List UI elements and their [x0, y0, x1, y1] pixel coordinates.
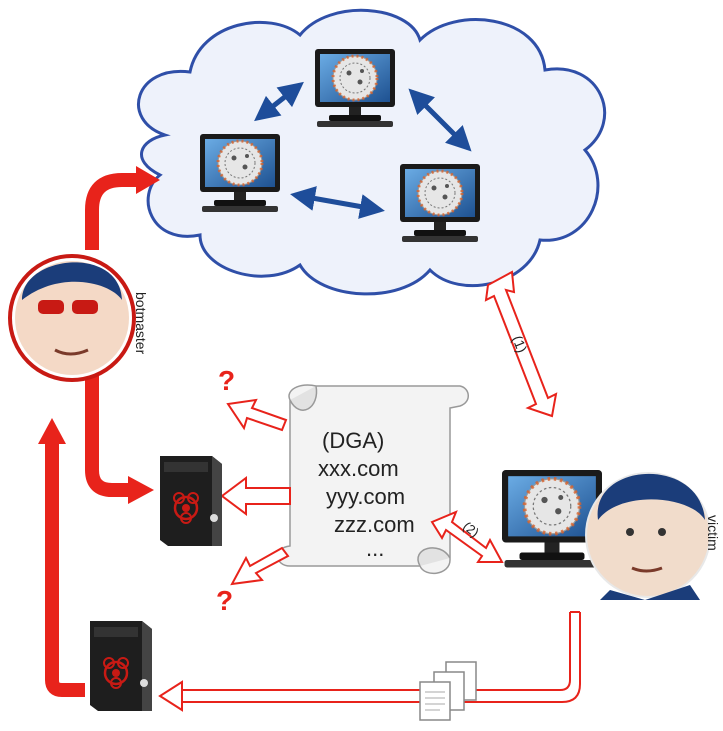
- question-mark-top: ?: [218, 365, 235, 396]
- scroll-line-domain-3: zzz.com: [334, 512, 415, 537]
- victim-monitor: [500, 468, 604, 570]
- scroll-to-unknown-top-arrow: [226, 398, 288, 432]
- botmaster-face: [8, 254, 136, 382]
- victim-label: victim: [705, 515, 721, 551]
- botmaster-label: botmaster: [133, 292, 149, 355]
- botmaster-to-server-arrow: [85, 370, 132, 497]
- step1-label: (1): [509, 333, 530, 355]
- botmaster-to-cloud-arrow: [85, 173, 140, 250]
- victim-face: [585, 472, 711, 600]
- scroll-line-ellipsis: ...: [366, 536, 384, 561]
- p2p-arrow-top-left: [254, 81, 304, 122]
- scroll-query-arrows: [220, 398, 291, 586]
- p2p-cloud: [137, 8, 607, 296]
- scroll-line-domain-2: yyy.com: [326, 484, 405, 509]
- server-to-botmaster-arrow: [45, 440, 85, 697]
- exfiltration-arrow: [158, 611, 581, 712]
- step1-arrow: [484, 270, 558, 418]
- cnc-server-bottom: [88, 619, 154, 713]
- p2p-arrow-bottom: [290, 186, 385, 219]
- cnc-server-top: [158, 454, 224, 548]
- step2-arrow: [430, 510, 504, 563]
- scroll-to-server-arrow: [220, 476, 291, 516]
- documents-icon: [419, 661, 477, 721]
- scroll-line-domain-1: xxx.com: [318, 456, 399, 481]
- scroll-icon: [276, 384, 469, 575]
- p2p-arrow-top-right: [408, 88, 472, 152]
- scroll-to-unknown-bottom-arrow: [230, 546, 290, 586]
- scroll-line-dga: (DGA): [322, 428, 384, 453]
- question-mark-bottom: ?: [216, 585, 233, 616]
